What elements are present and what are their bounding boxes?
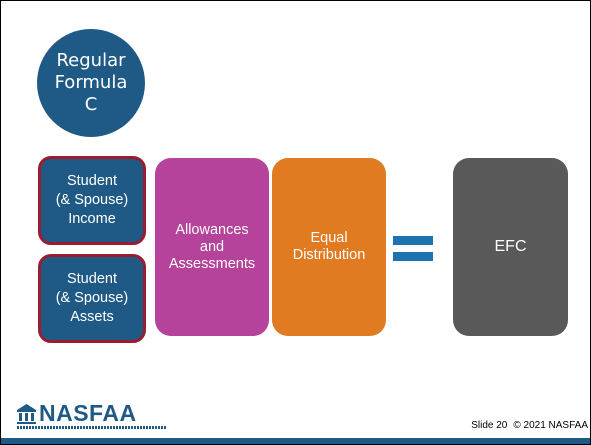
income-line-2: (& Spouse): [55, 192, 129, 208]
equals-sign: [393, 234, 433, 264]
allowances-line-1: Allowances: [175, 221, 249, 238]
nasfaa-logo-text: NASFAA: [39, 400, 137, 426]
assets-line-2: (& Spouse): [55, 290, 129, 306]
equals-bar-bottom: [393, 252, 433, 261]
formula-line-3: C: [84, 94, 98, 115]
slide-number: Slide 20: [471, 420, 508, 431]
efc-label: EFC: [494, 238, 527, 255]
student-assets-box: Student (& Spouse) Assets: [38, 254, 146, 343]
copyright-text: © 2021 NASFAA: [513, 420, 588, 431]
equal-distribution-box: Equal Distribution: [272, 158, 386, 336]
income-line-3: Income: [68, 211, 116, 227]
allowances-line-2: and: [199, 238, 225, 255]
student-income-box: Student (& Spouse) Income: [38, 156, 146, 245]
efc-box: EFC: [453, 158, 568, 336]
formula-line-1: Regular: [56, 50, 126, 71]
formula-line-2: Formula: [54, 72, 128, 93]
assets-line-3: Assets: [70, 309, 114, 325]
assets-line-1: Student: [66, 271, 117, 287]
allowances-box: Allowances and Assessments: [155, 158, 269, 336]
distribution-line-2: Distribution: [292, 247, 366, 263]
equals-bar-top: [393, 236, 433, 245]
nasfaa-logo-tagline: [17, 426, 167, 429]
nasfaa-logo-icon: [17, 404, 36, 424]
nasfaa-logo: NASFAA: [17, 400, 167, 432]
allowances-line-3: Assessments: [168, 255, 256, 272]
income-line-1: Student: [66, 173, 117, 189]
bottom-bar: [1, 438, 590, 444]
formula-circle: Regular Formula C: [37, 29, 145, 137]
distribution-line-1: Equal: [310, 230, 348, 246]
slide-footer: Slide 20 © 2021 NASFAA: [471, 420, 588, 431]
